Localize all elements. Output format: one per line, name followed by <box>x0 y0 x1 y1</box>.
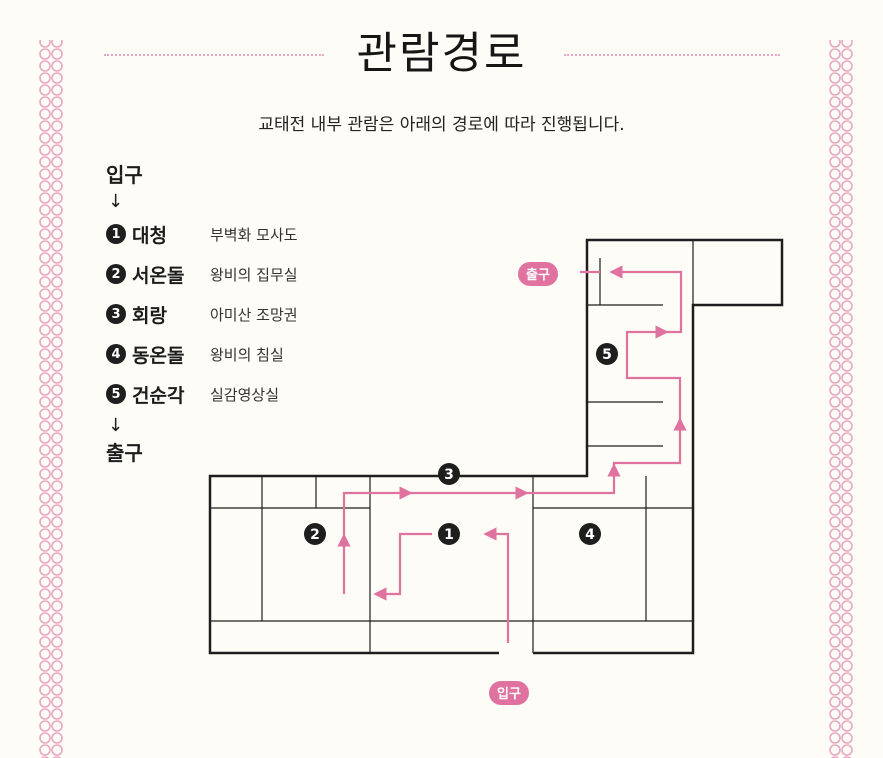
legend-item-desc: 아미산 조망권 <box>210 305 298 324</box>
legend-number-badge: 4 <box>106 344 126 364</box>
page-title: 관람경로 <box>356 28 527 79</box>
legend-item-name: 건순각 <box>132 384 185 407</box>
legend-arrow-down: ↓ <box>108 415 124 436</box>
plan-walls <box>208 238 784 655</box>
legend-item-1: 1 대청 부벽화 모사도 <box>106 214 366 254</box>
legend-item-2: 2 서온돌 왕비의 집무실 <box>106 254 366 294</box>
left-decorative-border <box>36 40 66 758</box>
svg-text:3: 3 <box>444 467 454 483</box>
legend-number-badge: 1 <box>106 224 126 244</box>
legend-number-badge: 3 <box>106 304 126 324</box>
legend-item-desc: 부벽화 모사도 <box>210 225 298 244</box>
legend-item-name: 서온돌 <box>132 264 185 287</box>
marker-1: 1 <box>438 523 460 545</box>
svg-text:2: 2 <box>310 527 320 543</box>
legend-arrow-down: ↓ <box>108 191 124 212</box>
legend-item-name: 회랑 <box>132 304 167 327</box>
legend-number-badge: 2 <box>106 264 126 284</box>
legend-exit: 출구 <box>106 441 143 465</box>
marker-4: 4 <box>579 523 601 545</box>
legend-item-name: 동온돌 <box>132 344 185 367</box>
entrance-tag: 입구 <box>489 681 529 705</box>
route-markers: 1 2 3 4 5 <box>304 343 618 545</box>
title-dotted-rule-left <box>104 54 324 56</box>
svg-text:5: 5 <box>602 347 612 363</box>
right-decorative-border <box>826 40 856 758</box>
svg-text:입구: 입구 <box>497 687 521 702</box>
svg-text:1: 1 <box>444 527 454 543</box>
title-dotted-rule-right <box>564 54 780 56</box>
legend-item-desc: 실감영상실 <box>210 385 280 404</box>
route-legend: 입구 ↓ 1 대청 부벽화 모사도 2 서온돌 왕비의 집무실 3 회랑 아미산… <box>106 160 366 468</box>
legend-item-3: 3 회랑 아미산 조망권 <box>106 294 366 334</box>
exit-tag: 출구 <box>518 262 558 286</box>
legend-item-4: 4 동온돌 왕비의 침실 <box>106 334 366 374</box>
legend-item-desc: 왕비의 집무실 <box>210 265 298 284</box>
page-subtitle: 교태전 내부 관람은 아래의 경로에 따라 진행됩니다. <box>258 115 625 135</box>
route-path <box>337 265 687 643</box>
svg-text:출구: 출구 <box>526 267 550 283</box>
legend-item-5: 5 건순각 실감영상실 <box>106 374 366 414</box>
legend-item-desc: 왕비의 침실 <box>210 345 284 364</box>
legend-number-badge: 5 <box>106 384 126 404</box>
svg-text:4: 4 <box>585 527 595 543</box>
legend-entrance: 입구 <box>106 163 143 187</box>
marker-5: 5 <box>596 343 618 365</box>
marker-3: 3 <box>438 463 460 485</box>
legend-item-name: 대청 <box>132 224 167 247</box>
marker-2: 2 <box>304 523 326 545</box>
